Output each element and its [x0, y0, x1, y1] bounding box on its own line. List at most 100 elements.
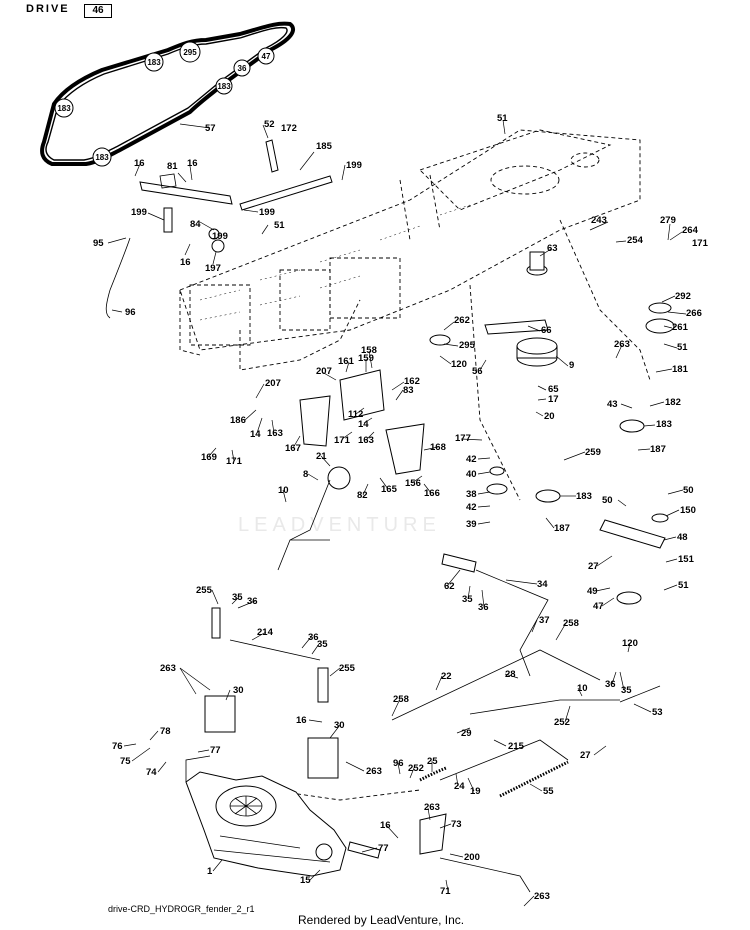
watermark-text: LEADVENTURE: [238, 514, 441, 536]
callout: 40: [466, 469, 477, 480]
callout: 27: [580, 750, 591, 761]
callout: 120: [451, 359, 467, 370]
callout: 262: [454, 315, 470, 326]
callout: 159: [358, 353, 374, 364]
callout: 77: [378, 843, 389, 854]
callout: 197: [205, 263, 221, 274]
belt-label: 36: [238, 64, 247, 73]
drive-belt-icon: [40, 21, 296, 167]
callout: 96: [125, 307, 136, 318]
callout: 172: [281, 123, 297, 134]
callout: 254: [627, 235, 644, 246]
belt-label: 183: [95, 153, 109, 162]
callout: 21: [316, 451, 327, 462]
callout: 51: [497, 113, 508, 124]
callout: 43: [607, 399, 618, 410]
callout: 183: [576, 491, 592, 502]
callout: 20: [544, 411, 555, 422]
callout: 199: [212, 231, 228, 242]
callout: 16: [180, 257, 191, 268]
callout: 82: [357, 490, 368, 501]
callout: 10: [577, 683, 588, 694]
callout: 252: [408, 763, 424, 774]
callout: 75: [120, 756, 131, 767]
callout: 259: [585, 447, 601, 458]
callout: 56: [472, 366, 483, 377]
callout: 292: [675, 291, 691, 302]
callout: 279: [660, 215, 676, 226]
callout: 96: [393, 758, 404, 769]
callout: 252: [554, 717, 570, 728]
callout: 263: [366, 766, 382, 777]
callout: 65: [548, 384, 559, 395]
callout: 214: [257, 627, 274, 638]
callout: 35: [317, 639, 328, 650]
callout: 39: [466, 519, 477, 530]
callout: 258: [563, 618, 579, 629]
callout: 84: [190, 219, 201, 230]
callout: 185: [316, 141, 333, 152]
callout: 263: [160, 663, 176, 674]
callout: 207: [265, 378, 281, 389]
callout: 8: [303, 469, 308, 480]
callout: 200: [464, 852, 480, 863]
diagram-header-word: DRIVE: [26, 3, 70, 15]
callout: 266: [686, 308, 702, 319]
callout: 50: [683, 485, 694, 496]
callout: 81: [167, 161, 178, 172]
callout: 62: [444, 581, 455, 592]
callout: 52: [264, 119, 275, 130]
callout: 295: [459, 340, 476, 351]
callout: 199: [346, 160, 362, 171]
callout: 151: [678, 554, 695, 565]
callout: 183: [656, 419, 672, 430]
callout: 177: [455, 433, 471, 444]
callout: 51: [274, 220, 285, 231]
callout: 182: [665, 397, 681, 408]
callout: 24: [454, 781, 465, 792]
callout: 37: [539, 615, 550, 626]
callout: 22: [441, 671, 452, 682]
callout: 35: [462, 594, 473, 605]
callout: 74: [146, 767, 157, 778]
callout: 263: [614, 339, 630, 350]
callout: 48: [677, 532, 688, 543]
belt-label: 183: [217, 82, 231, 91]
clutch-pulley-icon: [429, 251, 675, 605]
callout-labels: 57 52 172 185 199 51 16 81 16 199 84 199…: [93, 113, 709, 902]
callout: 171: [226, 456, 243, 467]
callout: 1: [207, 866, 213, 877]
callout: 243: [591, 215, 607, 226]
center-bracket-icon: [277, 369, 425, 571]
callout: 199: [259, 207, 275, 218]
callout: 73: [451, 819, 462, 830]
gearbox-transaxle-icon: [185, 755, 381, 877]
callout: 51: [678, 580, 689, 591]
callout: 51: [677, 342, 688, 353]
callout: 112: [348, 409, 363, 420]
callout: 28: [505, 669, 516, 680]
callout: 34: [537, 579, 548, 590]
callout: 181: [672, 364, 689, 375]
callout: 30: [233, 685, 244, 696]
callout: 55: [543, 786, 554, 797]
belt-label: 183: [57, 104, 71, 113]
callout: 42: [466, 454, 477, 465]
callout: 16: [296, 715, 307, 726]
callout: 53: [652, 707, 663, 718]
callout: 35: [232, 592, 243, 603]
callout: 255: [196, 585, 213, 596]
callout: 171: [334, 435, 351, 446]
diagram-id-label: drive-CRD_HYDROGR_fender_2_r1: [108, 904, 255, 914]
callout: 83: [403, 385, 414, 396]
callout: 50: [602, 495, 613, 506]
callout: 186: [230, 415, 246, 426]
callout: 263: [424, 802, 440, 813]
callout: 17: [548, 394, 559, 405]
callout: 27: [588, 561, 599, 572]
callout: 169: [201, 452, 217, 463]
callout: 10: [278, 485, 289, 496]
drive-frame-icon: [179, 129, 651, 501]
callout: 14: [250, 429, 261, 440]
